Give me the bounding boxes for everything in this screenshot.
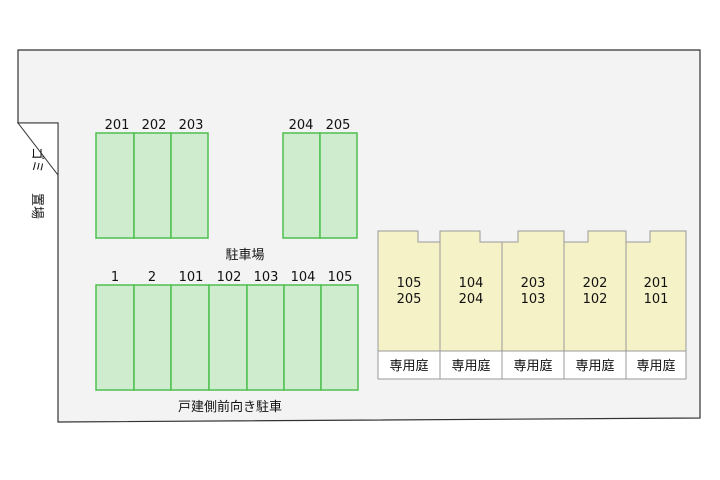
private-garden-label: 専用庭	[389, 358, 428, 374]
parking-slot-201	[95, 132, 135, 239]
detached-parking-label: 戸建側前向き駐車	[178, 399, 282, 415]
private-garden	[377, 350, 441, 380]
parking-number: 2	[148, 270, 156, 285]
unit-number-upper: 105	[397, 276, 422, 291]
parking-slot-1	[95, 284, 135, 391]
parking-slot-203	[170, 132, 209, 239]
building: 105 205 専用庭 104 204 専用庭 203 103 専用庭 202 …	[377, 230, 687, 380]
private-garden	[501, 350, 565, 380]
parking-slot-204	[282, 132, 321, 239]
parking-slot-205	[319, 132, 358, 239]
building-unit: 201 101 専用庭	[625, 230, 687, 380]
building-unit: 105 205 専用庭	[377, 230, 441, 380]
private-garden-label: 専用庭	[636, 358, 675, 374]
unit-outline	[501, 230, 565, 352]
private-garden-label: 専用庭	[513, 358, 552, 374]
parking-number: 101	[179, 270, 204, 285]
parking-number: 205	[326, 118, 351, 133]
parking-slot-104	[283, 284, 322, 391]
unit-outline	[377, 230, 441, 352]
garbage-area-label-line1: ゴミ	[29, 147, 45, 173]
parking-number: 104	[291, 270, 316, 285]
parking-number: 1	[111, 270, 119, 285]
parking-slot-101	[170, 284, 210, 391]
garbage-area-marker	[16, 122, 59, 177]
garbage-area-label-line2: 置場	[29, 193, 44, 219]
parking-number: 102	[217, 270, 242, 285]
parking-slot-2	[133, 284, 172, 391]
building-unit: 203 103 専用庭	[501, 230, 565, 380]
unit-number-lower: 103	[521, 292, 546, 307]
private-garden	[625, 350, 687, 380]
unit-number-lower: 102	[583, 292, 608, 307]
parking-slot-103	[246, 284, 285, 391]
parking-number: 203	[179, 118, 204, 133]
parking-lower-row: 1 2 101 102 103 104 105	[95, 270, 359, 391]
unit-number-upper: 201	[644, 276, 669, 291]
unit-number-upper: 104	[459, 276, 484, 291]
building-unit: 202 102 専用庭	[563, 230, 627, 380]
parking-slot-102	[208, 284, 248, 391]
parking-slot-202	[133, 132, 172, 239]
parking-number: 204	[289, 118, 314, 133]
unit-outline	[439, 230, 503, 352]
parking-slot-105	[320, 284, 359, 391]
unit-number-lower: 204	[459, 292, 484, 307]
parking-label: 駐車場	[225, 248, 264, 263]
building-unit: 104 204 専用庭	[439, 230, 503, 380]
private-garden-label: 専用庭	[575, 358, 614, 374]
parking-number: 103	[254, 270, 279, 285]
parking-upper-left: 201 202 203	[95, 118, 209, 239]
unit-number-upper: 202	[583, 276, 608, 291]
unit-outline	[563, 230, 627, 352]
parking-number: 105	[328, 270, 353, 285]
parking-upper-right: 204 205	[282, 118, 358, 239]
unit-number-upper: 203	[521, 276, 546, 291]
private-garden-label: 専用庭	[451, 358, 490, 374]
private-garden	[439, 350, 503, 380]
unit-number-lower: 101	[644, 292, 669, 307]
parking-number: 202	[142, 118, 167, 133]
garbage-area: ゴミ 置場	[16, 122, 59, 219]
parking-number: 201	[105, 118, 130, 133]
unit-number-lower: 205	[397, 292, 422, 307]
unit-outline	[625, 230, 687, 352]
